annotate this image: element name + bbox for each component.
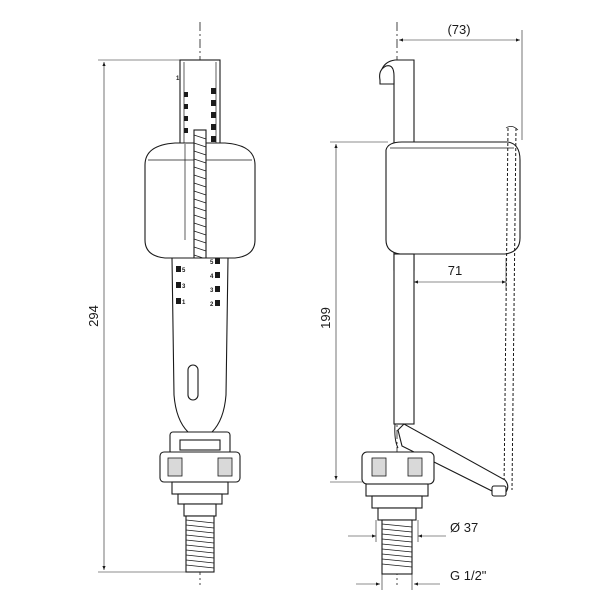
- thread-shank: [183, 503, 217, 573]
- lower-scale: 5 3 1 5 4 3 2: [176, 258, 220, 308]
- lower-scale-label-right-2: 2: [210, 302, 214, 308]
- upper-scale-label-1: 1: [176, 76, 180, 82]
- dimension-71: 71: [414, 258, 507, 290]
- dimension-294: 294: [86, 59, 186, 573]
- lower-scale-label-right-4: 4: [210, 274, 214, 280]
- dimension-thread: G 1/2": [356, 568, 487, 590]
- side-thread-shank: [377, 507, 417, 575]
- lower-scale-label-5: 5: [182, 268, 186, 274]
- lower-scale-label-1: 1: [182, 300, 186, 306]
- dimension-diameter-37: Ø 37: [348, 520, 478, 542]
- side-valve-head: [361, 451, 435, 509]
- side-view: (73) 199 71 Ø 37 G 1/: [318, 22, 523, 590]
- side-float-housing: [385, 141, 521, 255]
- side-chain: [503, 126, 519, 491]
- dimension-199-label: 199: [318, 307, 333, 329]
- dimension-73: (73): [399, 22, 523, 140]
- dimension-199: 199: [318, 141, 388, 483]
- dimension-73-label: (73): [447, 22, 470, 37]
- dimension-71-label: 71: [448, 263, 462, 278]
- lower-scale-label-3: 3: [182, 284, 186, 290]
- dimension-thread-label: G 1/2": [450, 568, 487, 583]
- valve-head: [159, 431, 241, 505]
- dimension-diameter-37-label: Ø 37: [450, 520, 478, 535]
- lower-scale-label-right-5: 5: [210, 260, 214, 266]
- front-view: 1 5 3 1 5 4 3 2: [86, 22, 256, 585]
- upper-scale: 1: [176, 76, 216, 142]
- side-lower-rod: [393, 253, 415, 425]
- lower-scale-label-right-3: 3: [210, 288, 214, 294]
- dimension-294-label: 294: [86, 305, 101, 327]
